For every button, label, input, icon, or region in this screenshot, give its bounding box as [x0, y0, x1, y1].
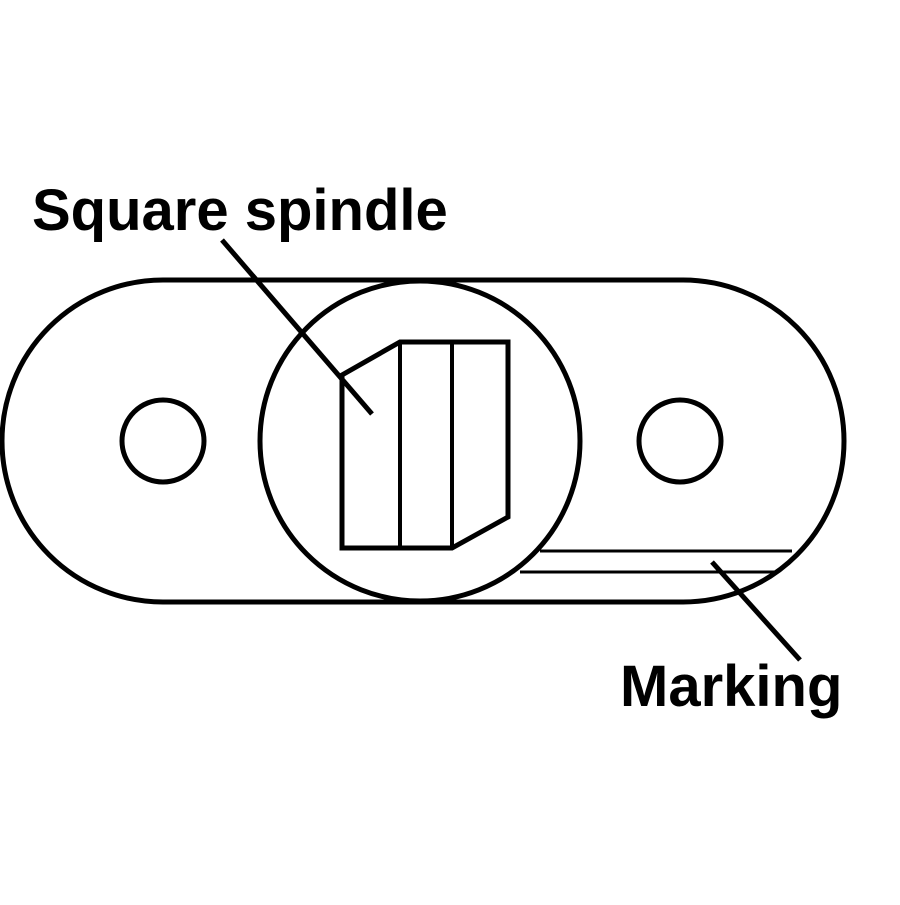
square-spindle — [339, 339, 511, 551]
center-rotor-circle — [257, 278, 583, 604]
plate-outline — [0, 277, 847, 605]
screw-hole-left — [119, 397, 207, 485]
label-marking: Marking — [620, 654, 842, 719]
leader-line-marking — [710, 560, 802, 662]
leader-line-square-spindle — [220, 238, 374, 416]
screw-hole-right — [636, 397, 724, 485]
marking-lines — [520, 549, 792, 574]
label-square-spindle: Square spindle — [32, 178, 448, 243]
